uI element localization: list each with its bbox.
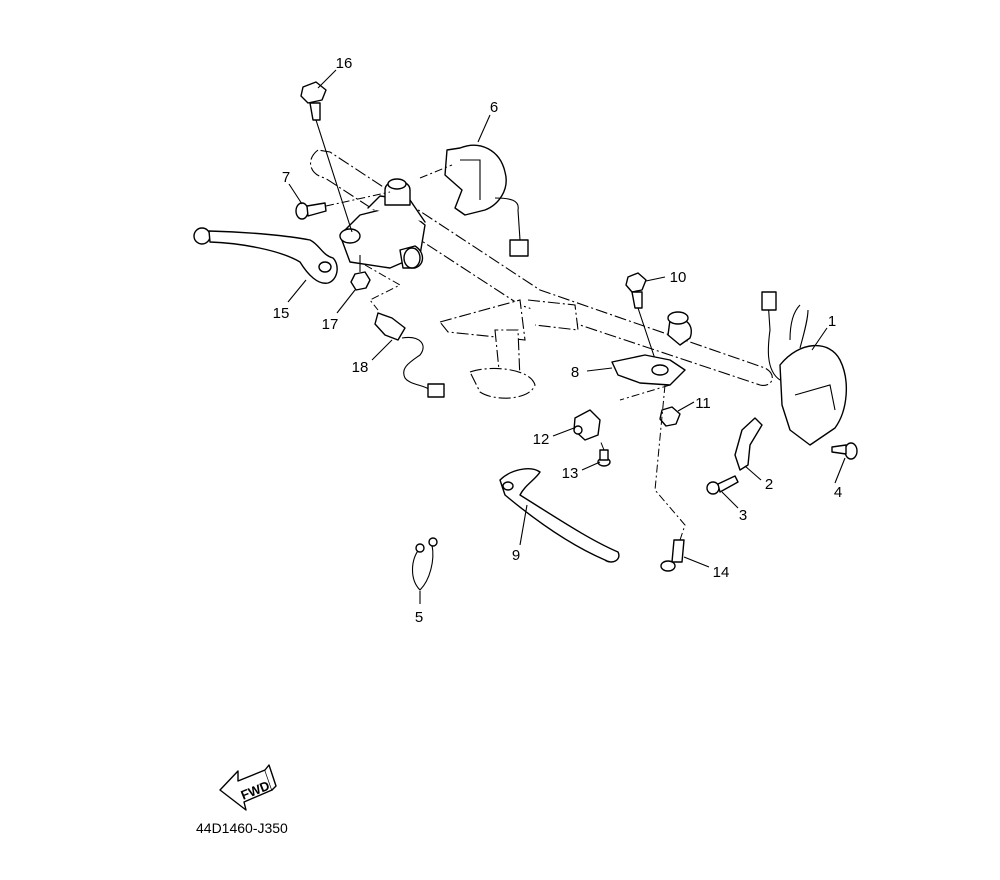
callout-11: 11 xyxy=(695,395,711,412)
part-1-switch xyxy=(761,291,848,446)
callout-6: 6 xyxy=(490,99,498,116)
callout-18: 18 xyxy=(352,359,369,376)
part-10-bolt xyxy=(625,272,659,369)
part-6-switch xyxy=(419,144,529,257)
callout-12: 12 xyxy=(533,431,550,448)
handlebar-phantom xyxy=(310,149,773,399)
part-2-bracket xyxy=(734,417,763,471)
part-12-switch xyxy=(573,409,601,441)
callout-1: 1 xyxy=(828,313,836,330)
callout-17: 17 xyxy=(322,316,339,333)
part-5-clip xyxy=(411,537,438,591)
callouts: 16 6 7 15 17 18 10 1 8 11 12 13 2 4 3 9 … xyxy=(273,55,843,626)
part-7-screw xyxy=(295,191,391,220)
part-8-bracket xyxy=(611,311,692,401)
part-11-nut xyxy=(659,406,681,427)
callout-16: 16 xyxy=(336,55,353,72)
callout-2: 2 xyxy=(765,476,773,493)
callout-10: 10 xyxy=(670,269,687,286)
part-18-switch xyxy=(364,264,445,398)
part-16-bolt xyxy=(300,81,353,233)
part-15-lever xyxy=(193,227,338,284)
callout-5: 5 xyxy=(415,609,423,626)
part-3-screw xyxy=(706,475,739,495)
part-4-screw xyxy=(831,442,858,460)
leader-lines xyxy=(287,69,846,604)
part-13-screw xyxy=(597,439,611,467)
callout-3: 3 xyxy=(739,507,747,524)
master-cylinder xyxy=(339,178,426,269)
part-17-nut xyxy=(350,255,371,291)
callout-13: 13 xyxy=(562,465,579,482)
diagram-code: 44D1460-J350 xyxy=(196,820,288,836)
callout-8: 8 xyxy=(571,364,579,381)
callout-15: 15 xyxy=(273,305,290,322)
callout-14: 14 xyxy=(713,564,730,581)
part-9-lever xyxy=(499,468,620,563)
fwd-arrow-icon: FWD xyxy=(219,764,277,811)
part-14-bolt xyxy=(654,384,686,572)
callout-7: 7 xyxy=(282,169,290,186)
callout-9: 9 xyxy=(512,547,520,564)
callout-4: 4 xyxy=(834,484,842,501)
